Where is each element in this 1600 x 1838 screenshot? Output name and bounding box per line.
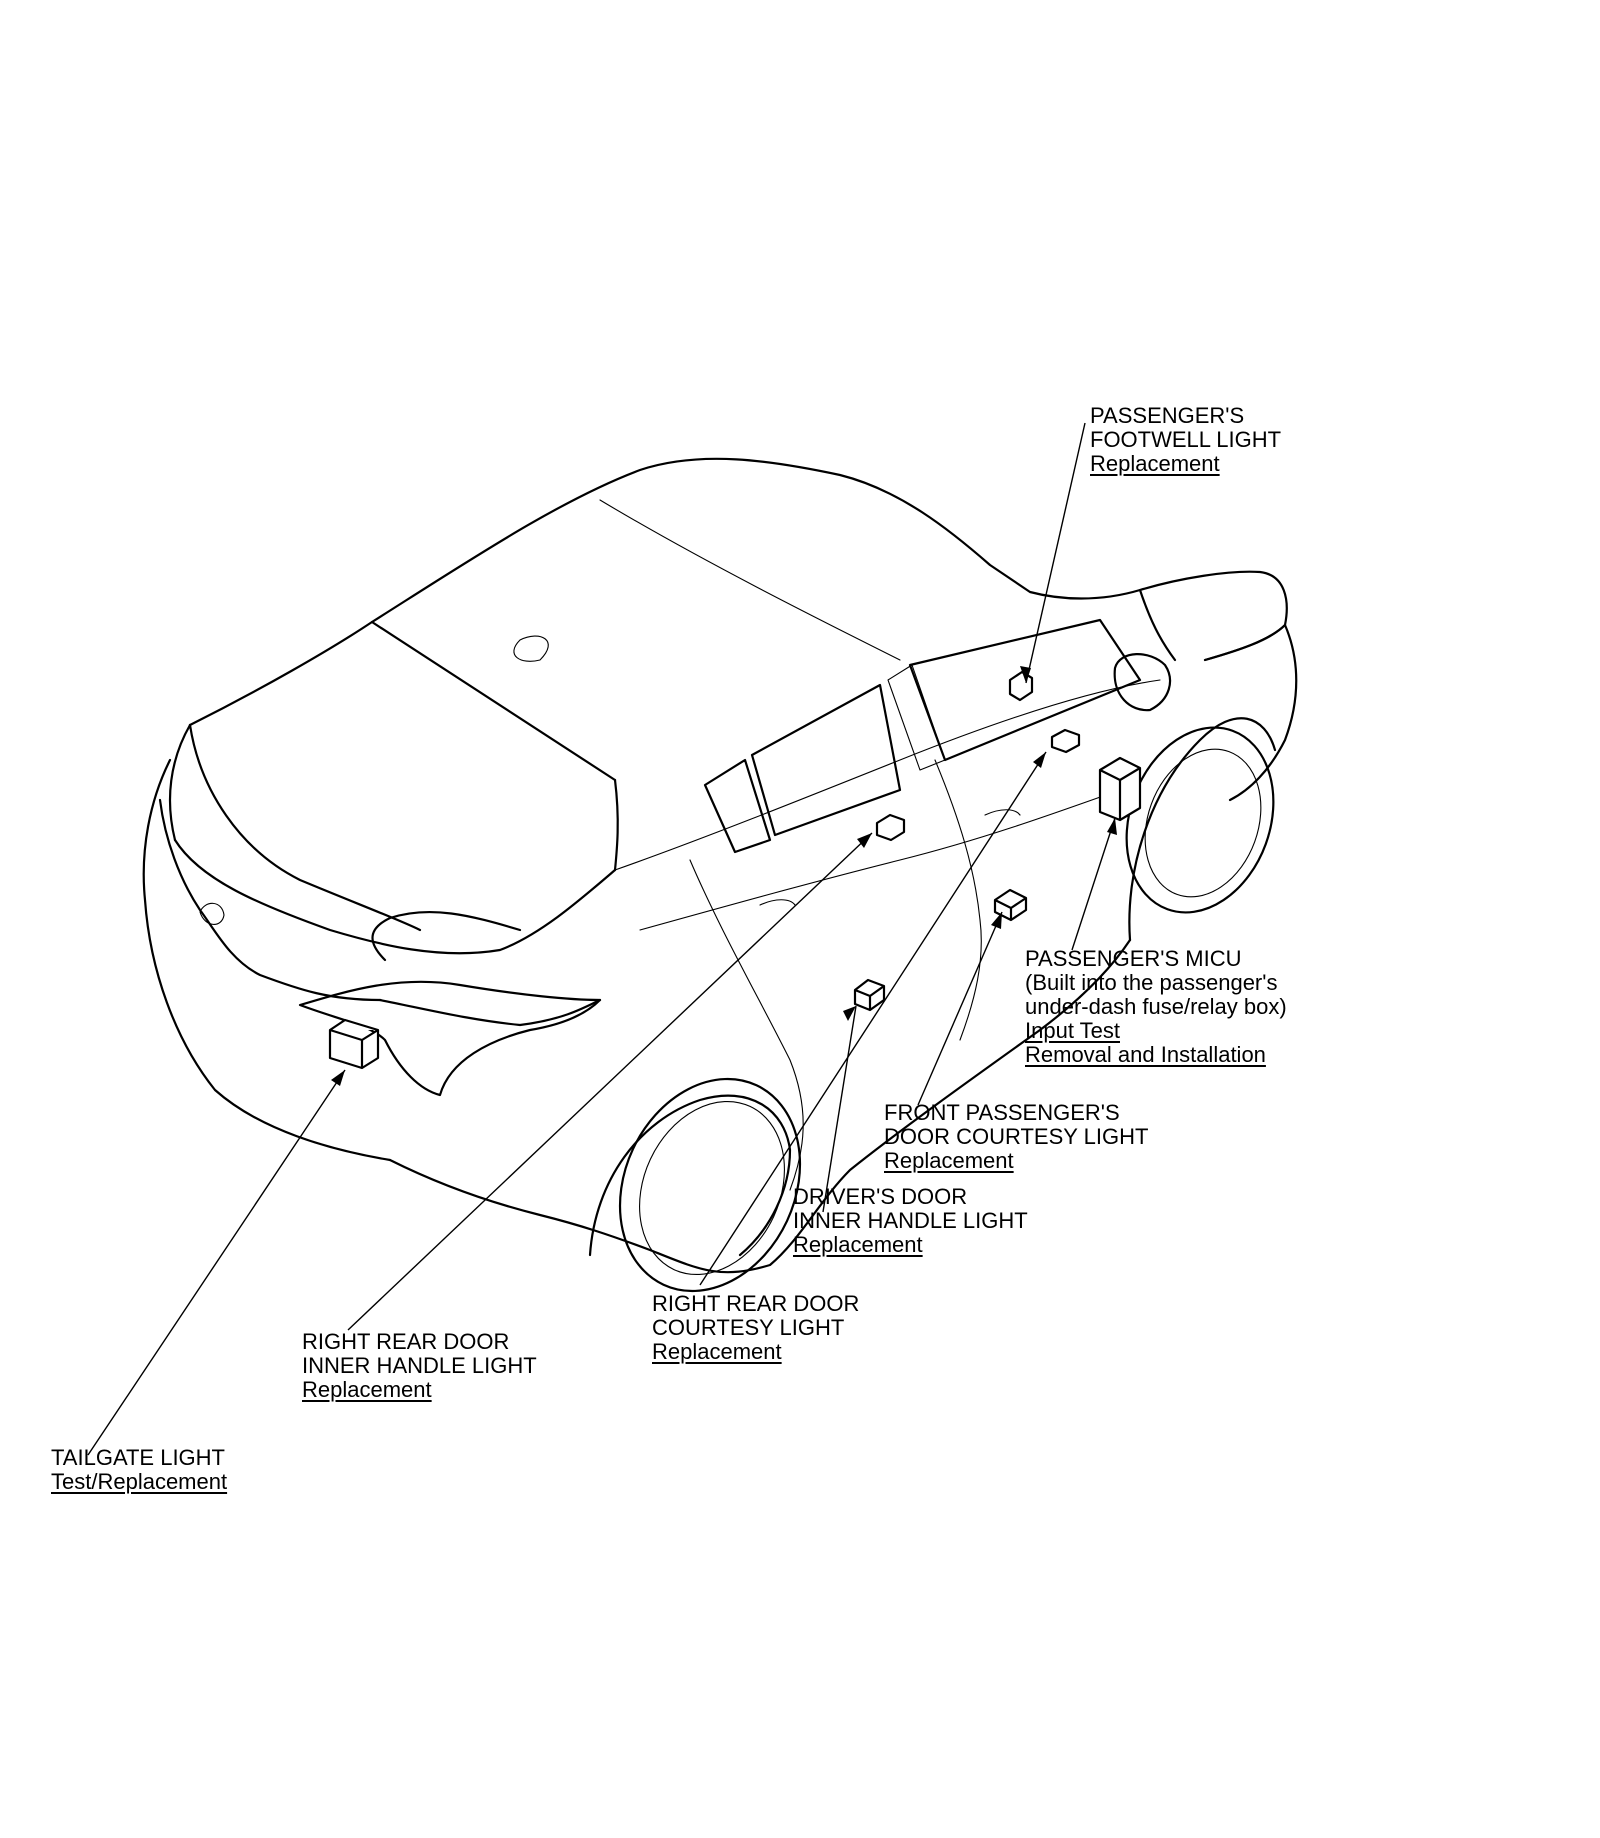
front-courtesy-leader: [917, 911, 1003, 1106]
callout-passenger-micu: PASSENGER'S MICU (Built into the passeng…: [1025, 947, 1287, 1067]
driver-handle-light-box: [875, 813, 906, 842]
front-courtesy-light-box: [1050, 728, 1081, 754]
callout-title-line: COURTESY LIGHT: [652, 1315, 845, 1340]
callout-title-line: FOOTWELL LIGHT: [1090, 427, 1282, 452]
callout-title-line: INNER HANDLE LIGHT: [302, 1353, 537, 1378]
car-body: [142, 457, 1298, 1293]
component-boxes: [328, 670, 1142, 1070]
callout-title-line: RIGHT REAR DOOR: [652, 1291, 860, 1316]
replacement-link[interactable]: Replacement: [793, 1232, 923, 1257]
callout-drivers-door-inner-handle-light: DRIVER'S DOOR INNER HANDLE LIGHT Replace…: [793, 1185, 1028, 1257]
footwell-light-box: [1008, 670, 1034, 702]
callout-title-line: FRONT PASSENGER'S: [884, 1100, 1120, 1125]
replacement-link[interactable]: Replacement: [1090, 451, 1220, 476]
callout-front-passenger-door-courtesy-light: FRONT PASSENGER'S DOOR COURTESY LIGHT Re…: [884, 1101, 1148, 1173]
input-test-link[interactable]: Input Test: [1025, 1018, 1120, 1043]
rear-courtesy-light-box: [993, 888, 1028, 922]
rear-handle-leader: [347, 832, 873, 1331]
callout-title-line: PASSENGER'S MICU: [1025, 946, 1242, 971]
footwell-leader: [1025, 422, 1086, 684]
rear-handle-light-box: [853, 978, 886, 1012]
callout-title-line: DRIVER'S DOOR: [793, 1184, 968, 1209]
replacement-link[interactable]: Replacement: [884, 1148, 1014, 1173]
micu-leader: [1071, 817, 1116, 951]
callout-passenger-footwell-light: PASSENGER'S FOOTWELL LIGHT Replacement: [1090, 404, 1281, 476]
micu-box: [1098, 756, 1142, 822]
callout-title-line: INNER HANDLE LIGHT: [793, 1208, 1028, 1233]
callout-title-line: DOOR COURTESY LIGHT: [884, 1124, 1149, 1149]
callout-title-line: RIGHT REAR DOOR: [302, 1329, 510, 1354]
callout-title-line: PASSENGER'S: [1090, 403, 1245, 428]
callout-title-line: (Built into the passenger's: [1025, 970, 1278, 995]
tailgate-leader: [87, 1069, 346, 1456]
driver-handle-leader: [699, 751, 1047, 1286]
replacement-link[interactable]: Replacement: [302, 1377, 432, 1402]
callout-title-line: TAILGATE LIGHT: [51, 1445, 225, 1470]
callout-title-line: under-dash fuse/relay box): [1025, 994, 1287, 1019]
callout-tailgate-light: TAILGATE LIGHT Test/Replacement: [51, 1446, 227, 1494]
removal-installation-link[interactable]: Removal and Installation: [1025, 1042, 1266, 1067]
callout-right-rear-door-courtesy-light: RIGHT REAR DOOR COURTESY LIGHT Replaceme…: [652, 1292, 859, 1364]
replacement-link[interactable]: Replacement: [652, 1339, 782, 1364]
rear-courtesy-leader: [822, 1005, 857, 1213]
tailgate-light-box: [328, 1018, 380, 1070]
callout-right-rear-door-inner-handle-light: RIGHT REAR DOOR INNER HANDLE LIGHT Repla…: [302, 1330, 537, 1402]
leader-lines: [87, 422, 1117, 1456]
test-replacement-link[interactable]: Test/Replacement: [51, 1469, 228, 1494]
